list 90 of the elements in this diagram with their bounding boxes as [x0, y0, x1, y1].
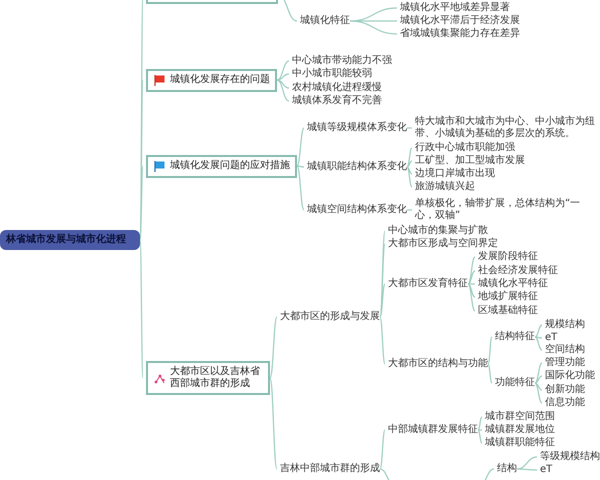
subtopic-text: 省域城镇集聚能力存在差异	[400, 28, 520, 40]
branch-line	[478, 429, 482, 431]
branch-line	[468, 283, 476, 298]
central-topic: 林省城市发展与城市化进程	[0, 230, 140, 250]
branch-line	[407, 209, 412, 211]
branch-line	[534, 375, 542, 384]
topic-box	[146, 154, 297, 178]
subtopic-text: 中小城市职能较弱	[292, 68, 372, 80]
subtopic-text: 发展阶段特征	[478, 251, 538, 263]
subtopic-text: 城镇化特征	[300, 15, 350, 27]
branch-line	[534, 336, 542, 339]
subtopic-text: 社会经济发展特征	[478, 265, 558, 277]
subtopic-text: 工矿型、加工型城市发展	[415, 155, 525, 167]
branch-line	[276, 73, 290, 81]
branch-line	[379, 430, 386, 470]
branch-line	[139, 166, 144, 240]
branch-line	[379, 316, 386, 364]
subtopic-text: 旅游城镇兴起	[415, 181, 475, 193]
branch-line	[407, 127, 412, 129]
subtopic-text: 城镇等级规模体系变化	[307, 122, 407, 134]
subtopic-text: 农村城镇化进程缓慢	[292, 82, 382, 94]
topic-label: 城镇化发展存在的问题	[170, 74, 270, 86]
subtopic-text: 信息功能	[545, 397, 585, 409]
branch-line	[406, 148, 412, 168]
subtopic-text: 边境口岸城市出现	[415, 168, 495, 180]
branch-line	[276, 79, 290, 89]
subtopic-text: 国际化功能	[545, 370, 595, 382]
subtopic-text: 城镇化水平地域差异显著	[400, 2, 510, 14]
subtopic-text: 功能特征	[495, 377, 535, 389]
subtopic-text: 中心城市带动能力不强	[292, 55, 392, 67]
subtopic-text: 城镇群职能特征	[485, 437, 555, 449]
subtopic-text: 等级规模结构	[540, 451, 600, 463]
subtopic-text: 吉林中部城市群的形成	[280, 463, 380, 475]
branch-line	[276, 60, 290, 81]
branch-line	[487, 336, 493, 364]
subtopic-text: 中部城镇群发展特征	[388, 424, 478, 436]
branch-line	[406, 166, 412, 175]
subtopic-text: 管理功能	[545, 357, 585, 369]
branch-line	[379, 284, 386, 318]
branch-line	[478, 430, 482, 444]
topic-box	[146, 361, 270, 395]
branch-line	[517, 468, 537, 471]
subtopic-text: 城镇化水平滞后于经济发展	[400, 15, 520, 27]
subtopic-text: 规模结构	[545, 319, 585, 331]
branch-line	[478, 416, 482, 430]
subtopic-text: 中心城市的集聚与扩散	[388, 225, 488, 237]
branch-line	[534, 382, 542, 404]
topic-label: 城镇化发展问题的应对措施	[170, 160, 290, 172]
subtopic-text: 空间结构	[545, 344, 585, 356]
branch-line	[468, 256, 476, 284]
subtopic-text: 城镇职能结构体系变化	[307, 161, 407, 173]
subtopic-text: 行政中心城市职能加强	[415, 142, 515, 154]
branch-line	[276, 79, 290, 102]
branch-line	[296, 128, 304, 166]
subtopic-text: 单核极化，轴带扩展，总体结构为“一心，双轴”	[415, 198, 599, 222]
branch-line	[270, 316, 278, 378]
branch-line	[406, 166, 412, 188]
subtopic-text: 大都市区形成与空间界定	[388, 238, 498, 250]
branch-line	[269, 378, 278, 470]
subtopic-text: 城镇群发展地位	[485, 424, 555, 436]
subtopic-text: 大都市区发育特征	[388, 278, 468, 290]
subtopic-text: 地域扩展特征	[478, 291, 538, 303]
subtopic-text: 城镇体系发育不完善	[292, 95, 382, 107]
subtopic-text: 城镇化水平特征	[478, 278, 548, 290]
branch-line	[468, 283, 475, 285]
branch-line	[406, 160, 412, 168]
subtopic-text: 城镇空间结构体系变化	[307, 204, 407, 216]
branch-line	[350, 20, 398, 35]
branch-line	[296, 166, 304, 210]
subtopic-text: 特大城市和大城市为中心、中小城市为纽带、小城镇为基础的多层次的系统。	[415, 116, 599, 140]
branch-line	[468, 270, 476, 285]
subtopic-text: 大都市区的结构与功能	[388, 358, 488, 370]
branch-line	[534, 324, 542, 338]
topic-box	[146, 68, 277, 92]
subtopic-text: 结构	[497, 463, 517, 475]
subtopic-text: 结构特征	[495, 331, 535, 343]
branch-line	[534, 336, 542, 351]
subtopic-text: eT	[545, 332, 558, 344]
branch-line	[534, 362, 542, 384]
branch-line	[488, 364, 492, 384]
subtopic-text: 大都市区的形成与发展	[280, 311, 380, 323]
branch-line	[534, 382, 542, 391]
subtopic-text: eT	[540, 464, 552, 476]
branch-line	[139, 240, 144, 378]
subtopic-text: 区域基础特征	[478, 305, 538, 317]
branch-line	[468, 284, 476, 312]
branch-line	[516, 456, 538, 470]
topic-label: 大都市区以及吉林省西部城市群的形成	[170, 366, 261, 390]
subtopic-text: 创新功能	[545, 384, 585, 396]
subtopic-text: 城市群空间范围	[485, 411, 555, 423]
